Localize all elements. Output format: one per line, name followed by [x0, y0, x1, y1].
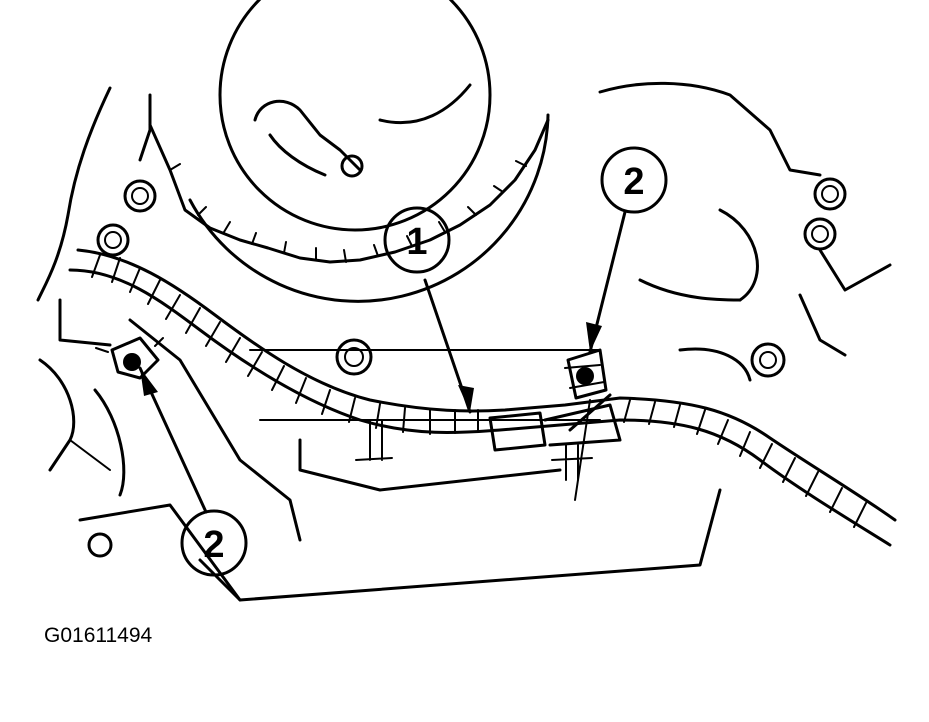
engine-block-right [598, 81, 892, 382]
retainer-left [95, 336, 164, 380]
callout-1-label: 1 [406, 221, 427, 263]
callout-1: 1 [383, 206, 474, 414]
bolts [96, 177, 847, 378]
retainer-right [564, 348, 608, 400]
bolt-middle [335, 338, 373, 376]
bolt-right-upper [813, 177, 847, 211]
bolt-left [96, 223, 130, 257]
wiring-harness [68, 248, 897, 547]
engine-block-left [36, 86, 152, 497]
bolt-right-lower [750, 342, 786, 378]
bolt-right [803, 217, 837, 251]
callout-2-bottom-label: 2 [203, 524, 224, 566]
cam-sprocket [148, 0, 550, 303]
callout-2-bottom: 2 [138, 366, 248, 577]
oil-pan [78, 318, 722, 602]
figure-id: G01611494 [44, 624, 153, 647]
bolt-upper-left [123, 179, 157, 213]
callout-2-top-label: 2 [623, 161, 644, 203]
callout-2-top: 2 [586, 146, 668, 354]
